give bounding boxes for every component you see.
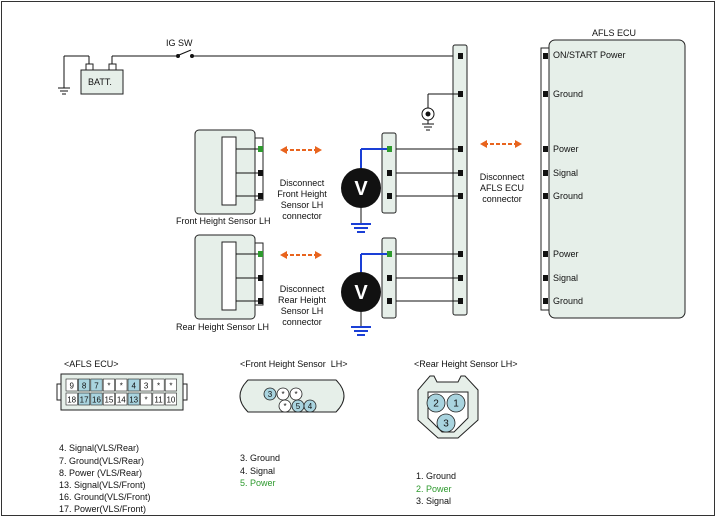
ecu-harness-connector xyxy=(452,44,468,316)
rear-pin-number: 2 xyxy=(433,399,439,410)
afls-pin-cell xyxy=(78,378,91,392)
battery-symbol xyxy=(58,55,176,95)
ecu-pin-label: Power xyxy=(553,249,579,259)
ecu-pin-label: Signal xyxy=(553,273,579,283)
batt-label: BATT. xyxy=(88,77,112,87)
rear-connector-title: <Rear Height Sensor LH> xyxy=(414,359,518,369)
afls-pin-number: 8 xyxy=(82,382,87,391)
rear-pin-cell xyxy=(436,413,456,433)
ground-symbol xyxy=(421,93,458,131)
afls-pin-cell xyxy=(65,392,78,406)
afls-pin-number: * xyxy=(120,382,123,391)
afls-pin-number: 7 xyxy=(94,382,99,391)
afls-connector-title: <AFLS ECU> xyxy=(64,359,119,369)
afls-pin-number: * xyxy=(107,382,110,391)
afls-pin-cell xyxy=(140,392,153,406)
ecu-title: AFLS ECU xyxy=(592,28,637,38)
front-sensor-label: Front Height Sensor LH xyxy=(176,216,271,226)
rear-voltmeter xyxy=(341,253,387,336)
afls-pin-cell xyxy=(152,392,165,406)
afls-pin-number: 15 xyxy=(104,396,113,405)
afls-pin-number: 9 xyxy=(69,382,74,391)
ecu-pin-label: Signal xyxy=(553,168,579,178)
front-meter-symbol: V xyxy=(354,178,368,200)
afls-pin-number: * xyxy=(145,396,148,405)
afls-pin-cell xyxy=(102,392,115,406)
afls-pin-number: 18 xyxy=(67,396,76,405)
rear-pin-cell xyxy=(426,393,446,413)
ecu-pin-label: Ground xyxy=(553,191,584,201)
rear-pin-number: 3 xyxy=(443,419,449,430)
afls-pin-number: 16 xyxy=(92,396,101,405)
ecu-pin-label: Ground xyxy=(553,89,584,99)
afls-pin-cell xyxy=(152,378,165,392)
front-pin-number: 5 xyxy=(296,402,301,411)
rear-sensor-label: Rear Height Sensor LH xyxy=(176,322,270,332)
front-pin-number: 3 xyxy=(268,390,273,399)
ecu-pin-label: Ground xyxy=(553,296,584,306)
afls-pin-cell xyxy=(90,392,103,406)
ecu-harness-pins xyxy=(458,53,463,304)
afls-pin-cell xyxy=(127,392,140,406)
afls-pin-cell xyxy=(140,378,153,392)
afls-pin-number: 10 xyxy=(166,396,175,405)
front-voltmeter xyxy=(341,148,387,233)
front-pin-cell xyxy=(303,399,317,413)
front-connector-title: <Front Height Sensor LH> xyxy=(240,359,348,369)
afls-pin-number: 3 xyxy=(144,382,149,391)
afls-pin-cell xyxy=(65,378,78,392)
front-pin-number: * xyxy=(281,390,284,399)
afls-pin-cell xyxy=(164,392,177,406)
afls-pin-cell xyxy=(78,392,91,406)
afls-pin-cell xyxy=(115,392,128,406)
afls-pin-cell xyxy=(115,378,128,392)
afls-pin-number: 13 xyxy=(129,396,138,405)
ig-sw-label: IG SW xyxy=(166,38,193,48)
ecu-pin-label: Power xyxy=(553,144,579,154)
afls-pin-number: 11 xyxy=(154,396,163,405)
afls-pin-cell xyxy=(90,378,103,392)
front-pin-cell xyxy=(278,399,292,413)
afls-pin-number: * xyxy=(169,382,172,391)
front-pin-number: * xyxy=(294,390,297,399)
rear-pin-number: 1 xyxy=(453,399,459,410)
rear-sensor-connector-face: 2 13 xyxy=(417,375,479,439)
ecu-connector-tabs xyxy=(540,47,550,311)
afls-pin-number: 17 xyxy=(80,396,89,405)
front-pin-number: 4 xyxy=(308,402,313,411)
ecu-pin-label: ON/START Power xyxy=(553,50,626,60)
front-pin-number: * xyxy=(283,402,286,411)
rear-pin-cell xyxy=(446,393,466,413)
afls-pin-cell xyxy=(127,378,140,392)
ig-switch-symbol xyxy=(176,49,458,58)
rear-meter-symbol: V xyxy=(354,282,368,304)
afls-pin-cell xyxy=(164,378,177,392)
afls-pin-number: 14 xyxy=(117,396,126,405)
afls-pin-number: 4 xyxy=(131,382,136,391)
afls-pin-cell xyxy=(102,378,115,392)
afls-legend: 4. Signal(VLS/Rear)7. Ground(VLS/Rear)8.… xyxy=(59,443,151,515)
afls-pin-number: * xyxy=(157,382,160,391)
front-pin-cell xyxy=(263,387,277,401)
